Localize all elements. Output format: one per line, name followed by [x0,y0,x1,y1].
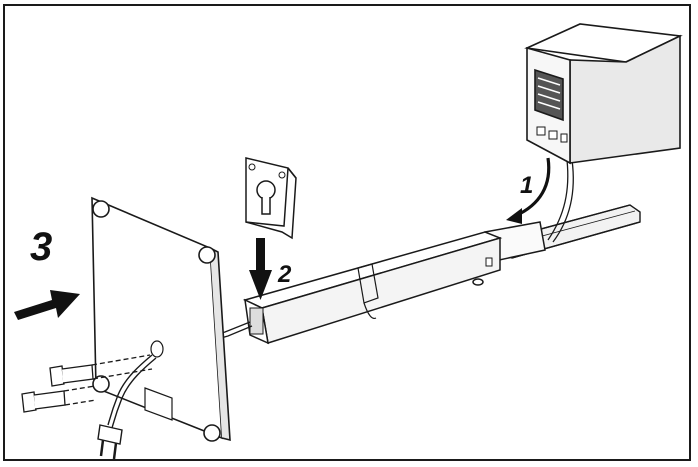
step-3-arrow [14,290,80,320]
step-1-label: 1 [520,172,533,199]
square-tube [242,221,546,345]
diagram-border [3,4,691,461]
step-2-label: 2 [277,261,292,288]
step-2-arrow [249,238,272,300]
step-1-arrow [506,157,551,224]
mounting-plate [91,196,231,442]
step-3-label: 3 [30,225,52,269]
keyhole-bracket [245,157,297,240]
bolts [21,354,153,413]
power-plug [97,354,157,460]
control-box [524,23,683,165]
